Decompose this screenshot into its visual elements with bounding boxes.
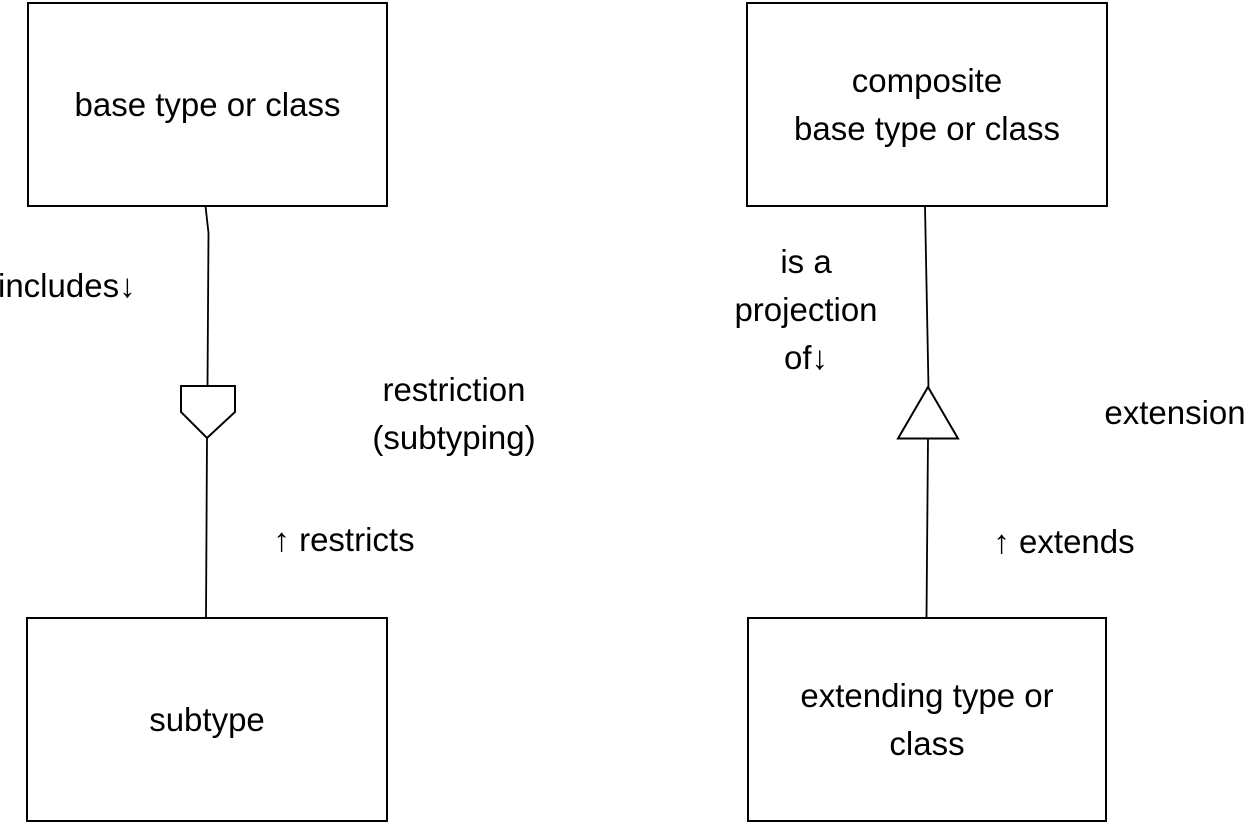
restricts-edge-label: ↑ restricts [273,521,415,558]
extending-type-label: extending type or class [800,676,1054,762]
left-connector-upper-line [204,205,210,388]
extending-type-box: extending type or class [747,617,1107,822]
restriction-relation-label: restriction (subtyping) [372,371,536,456]
triangle-up-icon [896,385,960,440]
base-type-or-class-label: base type or class [74,85,341,123]
right-connector-upper-line [924,205,930,389]
includes-edge-label: includes↓ [0,267,136,304]
composite-base-type-label: composite base type or class [794,61,1060,147]
subtype-box: subtype [26,617,388,822]
composite-base-type-box: composite base type or class [746,2,1108,207]
is-a-projection-edge-label: is a projection of↓ [734,243,878,376]
base-type-or-class-box: base type or class [27,2,388,207]
right-connector-lower-line [925,437,929,619]
left-connector-lower-line [205,437,208,619]
pentagon-down-icon [180,385,236,440]
extension-relation-label: extension [1104,394,1246,431]
extends-edge-label: ↑ extends [993,523,1135,560]
subtype-label: subtype [149,700,265,738]
